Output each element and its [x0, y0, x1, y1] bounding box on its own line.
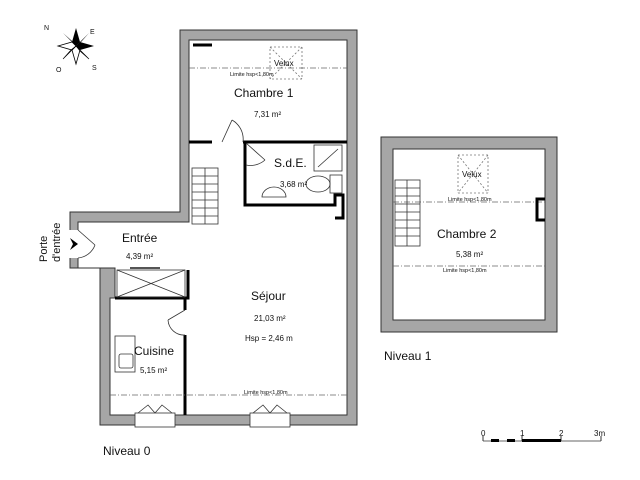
scale-tick-3: 3m — [594, 429, 605, 438]
limit-label: Limite hsp<1,80m — [448, 197, 492, 203]
limit-label: Limite hsp<1,80m — [443, 268, 487, 274]
room-area-entree: 4,39 m² — [126, 252, 153, 261]
compass-west: O — [56, 67, 62, 74]
compass-east: E — [90, 29, 95, 36]
entrance-label-line2: d'entrée — [51, 223, 63, 262]
room-name-entree: Entrée — [122, 231, 158, 245]
limit-label: Limite hsp<1,80m — [244, 390, 288, 396]
level-1-plan — [380, 136, 558, 333]
level-0-title: Niveau 0 — [103, 444, 151, 458]
room-area-cuisine: 5,15 m² — [140, 366, 167, 375]
level-1-title: Niveau 1 — [384, 349, 432, 363]
room-name-sde: S.d.E. — [274, 156, 307, 170]
compass-south: S — [92, 65, 97, 72]
room-name-chambre-2: Chambre 2 — [437, 227, 497, 241]
entrance-arrow-icon — [70, 238, 78, 250]
stairs-icon — [191, 167, 219, 225]
compass-north: N — [44, 25, 49, 32]
level-0-plan — [68, 29, 358, 428]
room-name-chambre-1: Chambre 1 — [234, 86, 294, 100]
velux-label: Velux — [274, 59, 294, 68]
limit-label: Limite hsp<1,80m — [230, 72, 274, 78]
velux-label: Velux — [462, 170, 482, 179]
scale-tick-2: 2 — [559, 429, 564, 438]
room-name-sejour: Séjour — [251, 289, 286, 303]
room-area-chambre-2: 5,38 m² — [456, 250, 483, 259]
entrance-label-line1: Porte — [38, 236, 50, 262]
stairs-icon — [394, 179, 421, 247]
scale-bar: 0 1 2 3m — [481, 429, 605, 442]
scale-tick-1: 1 — [520, 429, 525, 438]
room-area-chambre-1: 7,31 m² — [254, 110, 281, 119]
scale-tick-0: 0 — [481, 429, 486, 438]
room-name-cuisine: Cuisine — [134, 344, 174, 358]
room-area-sejour: 21,03 m² — [254, 314, 286, 323]
compass-rose-icon: N E S O — [44, 25, 97, 74]
room-height-sejour: Hsp = 2,46 m — [245, 334, 293, 343]
room-area-sde: 3,68 m² — [280, 180, 307, 189]
